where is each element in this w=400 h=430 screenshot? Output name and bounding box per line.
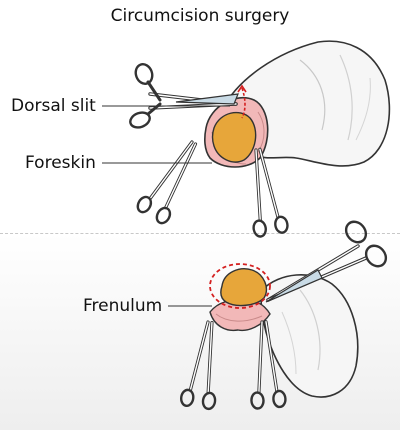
top-illustration bbox=[102, 40, 391, 240]
diagram-title: Circumcision surgery bbox=[110, 6, 290, 26]
frenulum-mark bbox=[209, 263, 271, 309]
step-divider bbox=[0, 233, 400, 234]
bottom-illustration bbox=[168, 220, 388, 412]
label-frenulum: Frenulum bbox=[83, 296, 163, 316]
label-foreskin: Foreskin bbox=[25, 153, 96, 173]
glans-bottom bbox=[220, 268, 268, 307]
label-dorsal-slit: Dorsal slit bbox=[11, 96, 96, 116]
hemostat-clamp-icon bbox=[133, 132, 210, 228]
scissors-icon bbox=[265, 220, 388, 303]
glans-top bbox=[211, 111, 257, 163]
dorsal-slit-mark bbox=[241, 87, 246, 119]
hemostat-clamp-icon bbox=[178, 318, 228, 412]
